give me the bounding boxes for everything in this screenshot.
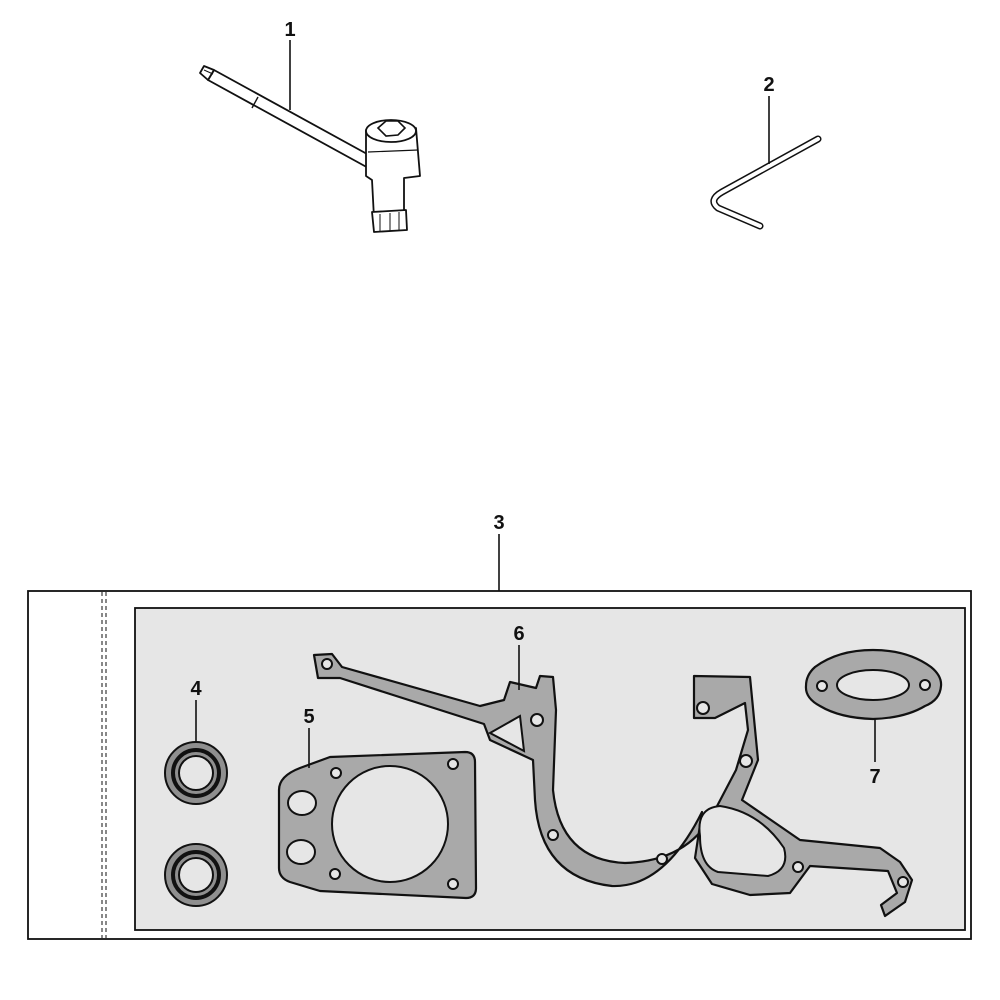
combination-spanner-icon xyxy=(199,65,421,233)
callout-7: 7 xyxy=(869,766,880,788)
hex-key-icon xyxy=(710,135,822,230)
crankcase-gasket-icon xyxy=(312,652,914,918)
cylinder-gasket-icon xyxy=(277,750,478,900)
callout-5: 5 xyxy=(303,706,314,728)
muffler-gasket-icon xyxy=(804,648,943,721)
callout-6: 6 xyxy=(513,623,524,645)
callout-3: 3 xyxy=(493,512,504,534)
oil-seal-icon xyxy=(164,843,228,907)
callout-1: 1 xyxy=(284,19,295,41)
oil-seal-icon xyxy=(164,741,228,805)
callout-2: 2 xyxy=(763,74,774,96)
callout-4: 4 xyxy=(190,678,202,700)
